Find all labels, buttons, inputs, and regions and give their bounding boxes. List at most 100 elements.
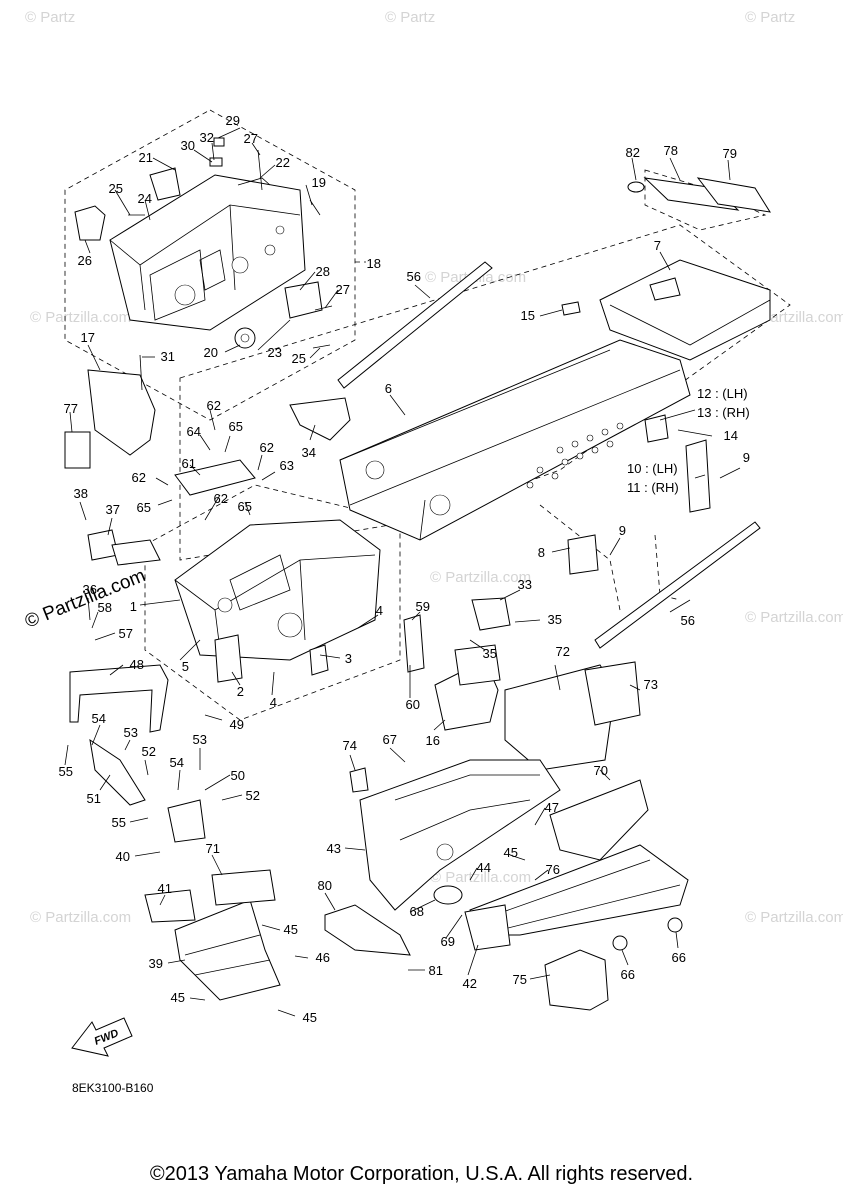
- callout-33: 33: [518, 577, 532, 592]
- callout-45: 45: [504, 845, 518, 860]
- callout-11: 11 : (RH): [627, 480, 679, 495]
- callout-52: 52: [142, 744, 156, 759]
- callout-56: 56: [407, 269, 421, 284]
- callout-72: 72: [556, 644, 570, 659]
- callout-80: 80: [318, 878, 332, 893]
- callout-53: 53: [124, 725, 138, 740]
- callout-51: 51: [87, 791, 101, 806]
- callout-57: 57: [119, 626, 133, 641]
- callout-23: 23: [268, 345, 282, 360]
- callout-79: 79: [723, 146, 737, 161]
- center-brackets: [403, 597, 511, 731]
- callout-75: 75: [513, 972, 527, 987]
- callout-6: 6: [385, 381, 392, 396]
- callout-54: 54: [92, 711, 106, 726]
- callout-15: 15: [521, 308, 535, 323]
- lower-frame-assembly: [87, 519, 381, 683]
- callout-7: 7: [654, 238, 661, 253]
- callout-62: 62: [214, 491, 228, 506]
- callout-32: 32: [200, 130, 214, 145]
- callout-45: 45: [171, 990, 185, 1005]
- callout-78: 78: [664, 143, 678, 158]
- watermark-text: © Partzilla.com: [430, 869, 531, 886]
- diagram-code: 8EK3100-B160: [72, 1081, 154, 1095]
- callout-27: 27: [336, 282, 350, 297]
- tunnel-holes: [526, 422, 624, 489]
- callout-24: 24: [138, 191, 152, 206]
- callout-12: 12 : (LH): [697, 386, 748, 401]
- callout-29: 29: [226, 113, 240, 128]
- callout-34: 34: [302, 445, 316, 460]
- callout-65: 65: [238, 499, 252, 514]
- watermark-text: © Partz: [385, 9, 435, 26]
- watermark-text: © Partzilla.com: [745, 909, 843, 926]
- slide-rails: [337, 261, 761, 649]
- watermark-text: © Partzilla.com: [430, 569, 531, 586]
- callout-54: 54: [170, 755, 184, 770]
- callout-14: 14: [724, 428, 738, 443]
- callout-63: 63: [280, 458, 294, 473]
- callout-27: 27: [244, 131, 258, 146]
- callout-50: 50: [231, 768, 245, 783]
- callout-66: 66: [621, 967, 635, 982]
- callout-40: 40: [116, 849, 130, 864]
- callout-25: 25: [292, 351, 306, 366]
- callout-65: 65: [229, 419, 243, 434]
- watermark-text: © Partzilla.com: [30, 309, 131, 326]
- callout-39: 39: [149, 956, 163, 971]
- callout-53: 53: [193, 732, 207, 747]
- callout-21: 21: [139, 150, 153, 165]
- decals: [627, 177, 772, 213]
- lower-cover: [349, 759, 561, 911]
- callout-62: 62: [207, 398, 221, 413]
- copyright-notice: ©2013 Yamaha Motor Corporation, U.S.A. A…: [149, 1163, 694, 1185]
- callout-74: 74: [343, 738, 357, 753]
- callout-37: 37: [106, 502, 120, 517]
- callout-16: 16: [426, 733, 440, 748]
- side-brackets: [289, 397, 711, 575]
- callout-3: 3: [345, 651, 352, 666]
- left-brackets: [64, 354, 256, 496]
- callout-45: 45: [303, 1010, 317, 1025]
- callout-69: 69: [441, 934, 455, 949]
- callout-82: 82: [626, 145, 640, 160]
- callout-4: 4: [270, 695, 277, 710]
- callout-28: 28: [316, 264, 330, 279]
- watermark-text: © Partz: [25, 9, 75, 26]
- callout-62: 62: [132, 470, 146, 485]
- callout-49: 49: [230, 717, 244, 732]
- callout-61: 61: [182, 456, 196, 471]
- callout-55: 55: [112, 815, 126, 830]
- callout-42: 42: [463, 976, 477, 991]
- callout-25: 25: [109, 181, 123, 196]
- callout-64: 64: [187, 424, 201, 439]
- fwd-arrow-icon: FWD: [71, 1017, 133, 1057]
- callout-9: 9: [619, 523, 626, 538]
- callout-labels: 29 32 30 27 21 22 19 25 24 26 18 28 27 2…: [59, 113, 750, 1025]
- callout-77: 77: [64, 401, 78, 416]
- callout-81: 81: [429, 963, 443, 978]
- callout-46: 46: [316, 950, 330, 965]
- callout-44: 44: [477, 860, 491, 875]
- callout-52: 52: [246, 788, 260, 803]
- callout-45: 45: [284, 922, 298, 937]
- callout-67: 67: [383, 732, 397, 747]
- callout-43: 43: [327, 841, 341, 856]
- side-panels: [464, 779, 689, 1011]
- callout-10: 10 : (LH): [627, 461, 678, 476]
- callout-13: 13 : (RH): [697, 405, 750, 420]
- callout-55: 55: [59, 764, 73, 779]
- callout-71: 71: [206, 841, 220, 856]
- callout-35: 35: [483, 646, 497, 661]
- callout-19: 19: [312, 175, 326, 190]
- callout-65: 65: [137, 500, 151, 515]
- assembly-boundaries: [64, 109, 791, 721]
- callout-4: 4: [376, 603, 383, 618]
- callout-66: 66: [672, 950, 686, 965]
- callout-35: 35: [548, 612, 562, 627]
- callout-26: 26: [78, 253, 92, 268]
- callout-8: 8: [538, 545, 545, 560]
- callout-9: 9: [743, 450, 750, 465]
- callout-68: 68: [410, 904, 424, 919]
